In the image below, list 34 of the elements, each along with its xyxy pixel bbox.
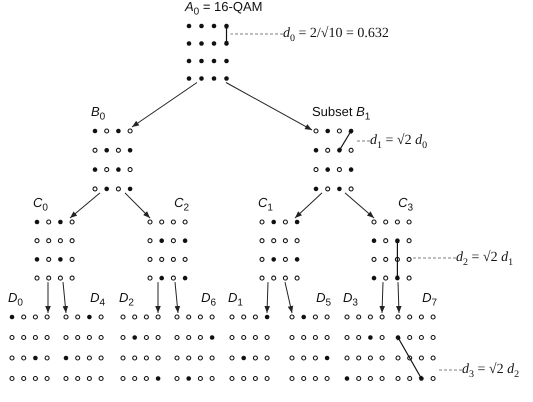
arrow [155,282,161,314]
distance-label: d$_{2}$ = √2 d$_{1}$ [456,250,514,266]
subset-label: D$_{3}$ [343,291,358,311]
subset-label: D$_{5}$ [316,291,332,311]
arrow [124,192,150,218]
leader-line [354,140,370,142]
subset-label: Subset B$_{1}$ [312,105,370,125]
subset-label: C$_{0}$ [33,196,48,216]
arrow [379,282,386,314]
subset-label: A$_{0}$ = 16-QAM [185,0,262,20]
arrow [62,282,68,314]
subset-label: C$_{3}$ [398,196,414,216]
subset-label: D$_{2}$ [119,291,134,311]
arrow [396,282,402,314]
distance-label: d$_{1}$ = √2 d$_{0}$ [370,133,428,149]
subset-label: D$_{0}$ [8,291,23,311]
subset-label: B$_{0}$ [91,105,106,125]
arrow [132,82,198,128]
arrow [45,282,51,314]
subset-label: D$_{6}$ [201,291,216,311]
subset-label: D$_{1}$ [228,291,243,311]
distance-label: d$_{3}$ = √2 d$_{2}$ [462,362,520,378]
subset-label: C$_{1}$ [258,196,273,216]
subset-label: C$_{2}$ [174,196,190,216]
distance-label: d$_{0}$ = 2/√10 = 0.632 [283,26,389,42]
arrow [284,282,294,314]
subset-label: D$_{4}$ [90,291,106,311]
subset-label: D$_{7}$ [422,291,438,311]
arrow [344,192,374,218]
arrow [264,282,270,314]
arrow [294,192,322,218]
arrow [70,192,100,218]
arrow [226,82,312,130]
arrow [174,282,180,314]
